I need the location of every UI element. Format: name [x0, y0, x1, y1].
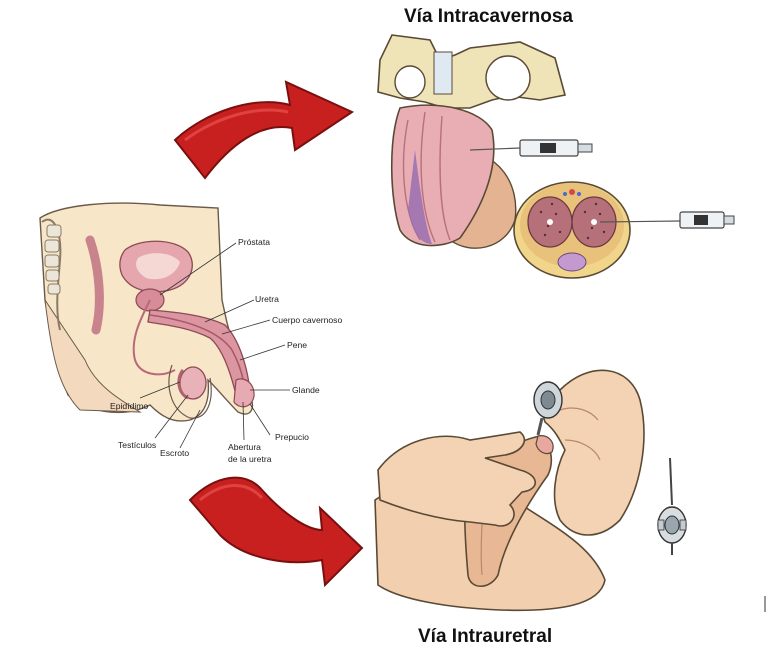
label-abertura-2: de la uretra: [228, 454, 272, 464]
syringe-cross-section: [599, 211, 735, 229]
applicator-in-hand: [533, 381, 563, 436]
arrow-bottom: [188, 476, 364, 588]
label-testiculos: Testículos: [118, 440, 156, 450]
label-prostata: Próstata: [238, 237, 270, 247]
label-escroto: Escroto: [160, 448, 189, 458]
intracavernosa-illustration: [377, 34, 735, 279]
arrow-top: [173, 80, 355, 180]
label-cuerpo-cavernoso: Cuerpo cavernoso: [272, 315, 342, 325]
syringe-top: [469, 139, 593, 157]
label-pene: Pene: [287, 340, 307, 350]
intrauretral-illustration: [374, 369, 766, 612]
applicator-device: [657, 457, 687, 555]
label-prepucio: Prepucio: [275, 432, 309, 442]
label-uretra: Uretra: [255, 294, 279, 304]
title-intracavernosa: Vía Intracavernosa: [404, 6, 573, 27]
label-abertura-1: Abertura: [228, 442, 261, 452]
label-epididimo: Epidídimo: [110, 401, 148, 411]
title-intrauretral: Vía Intrauretral: [418, 626, 553, 647]
label-glande: Glande: [292, 385, 320, 395]
anatomy-sagittal-section: Próstata Uretra Cuerpo cavernoso Pene Gl…: [39, 202, 342, 464]
cross-section: [513, 181, 631, 279]
